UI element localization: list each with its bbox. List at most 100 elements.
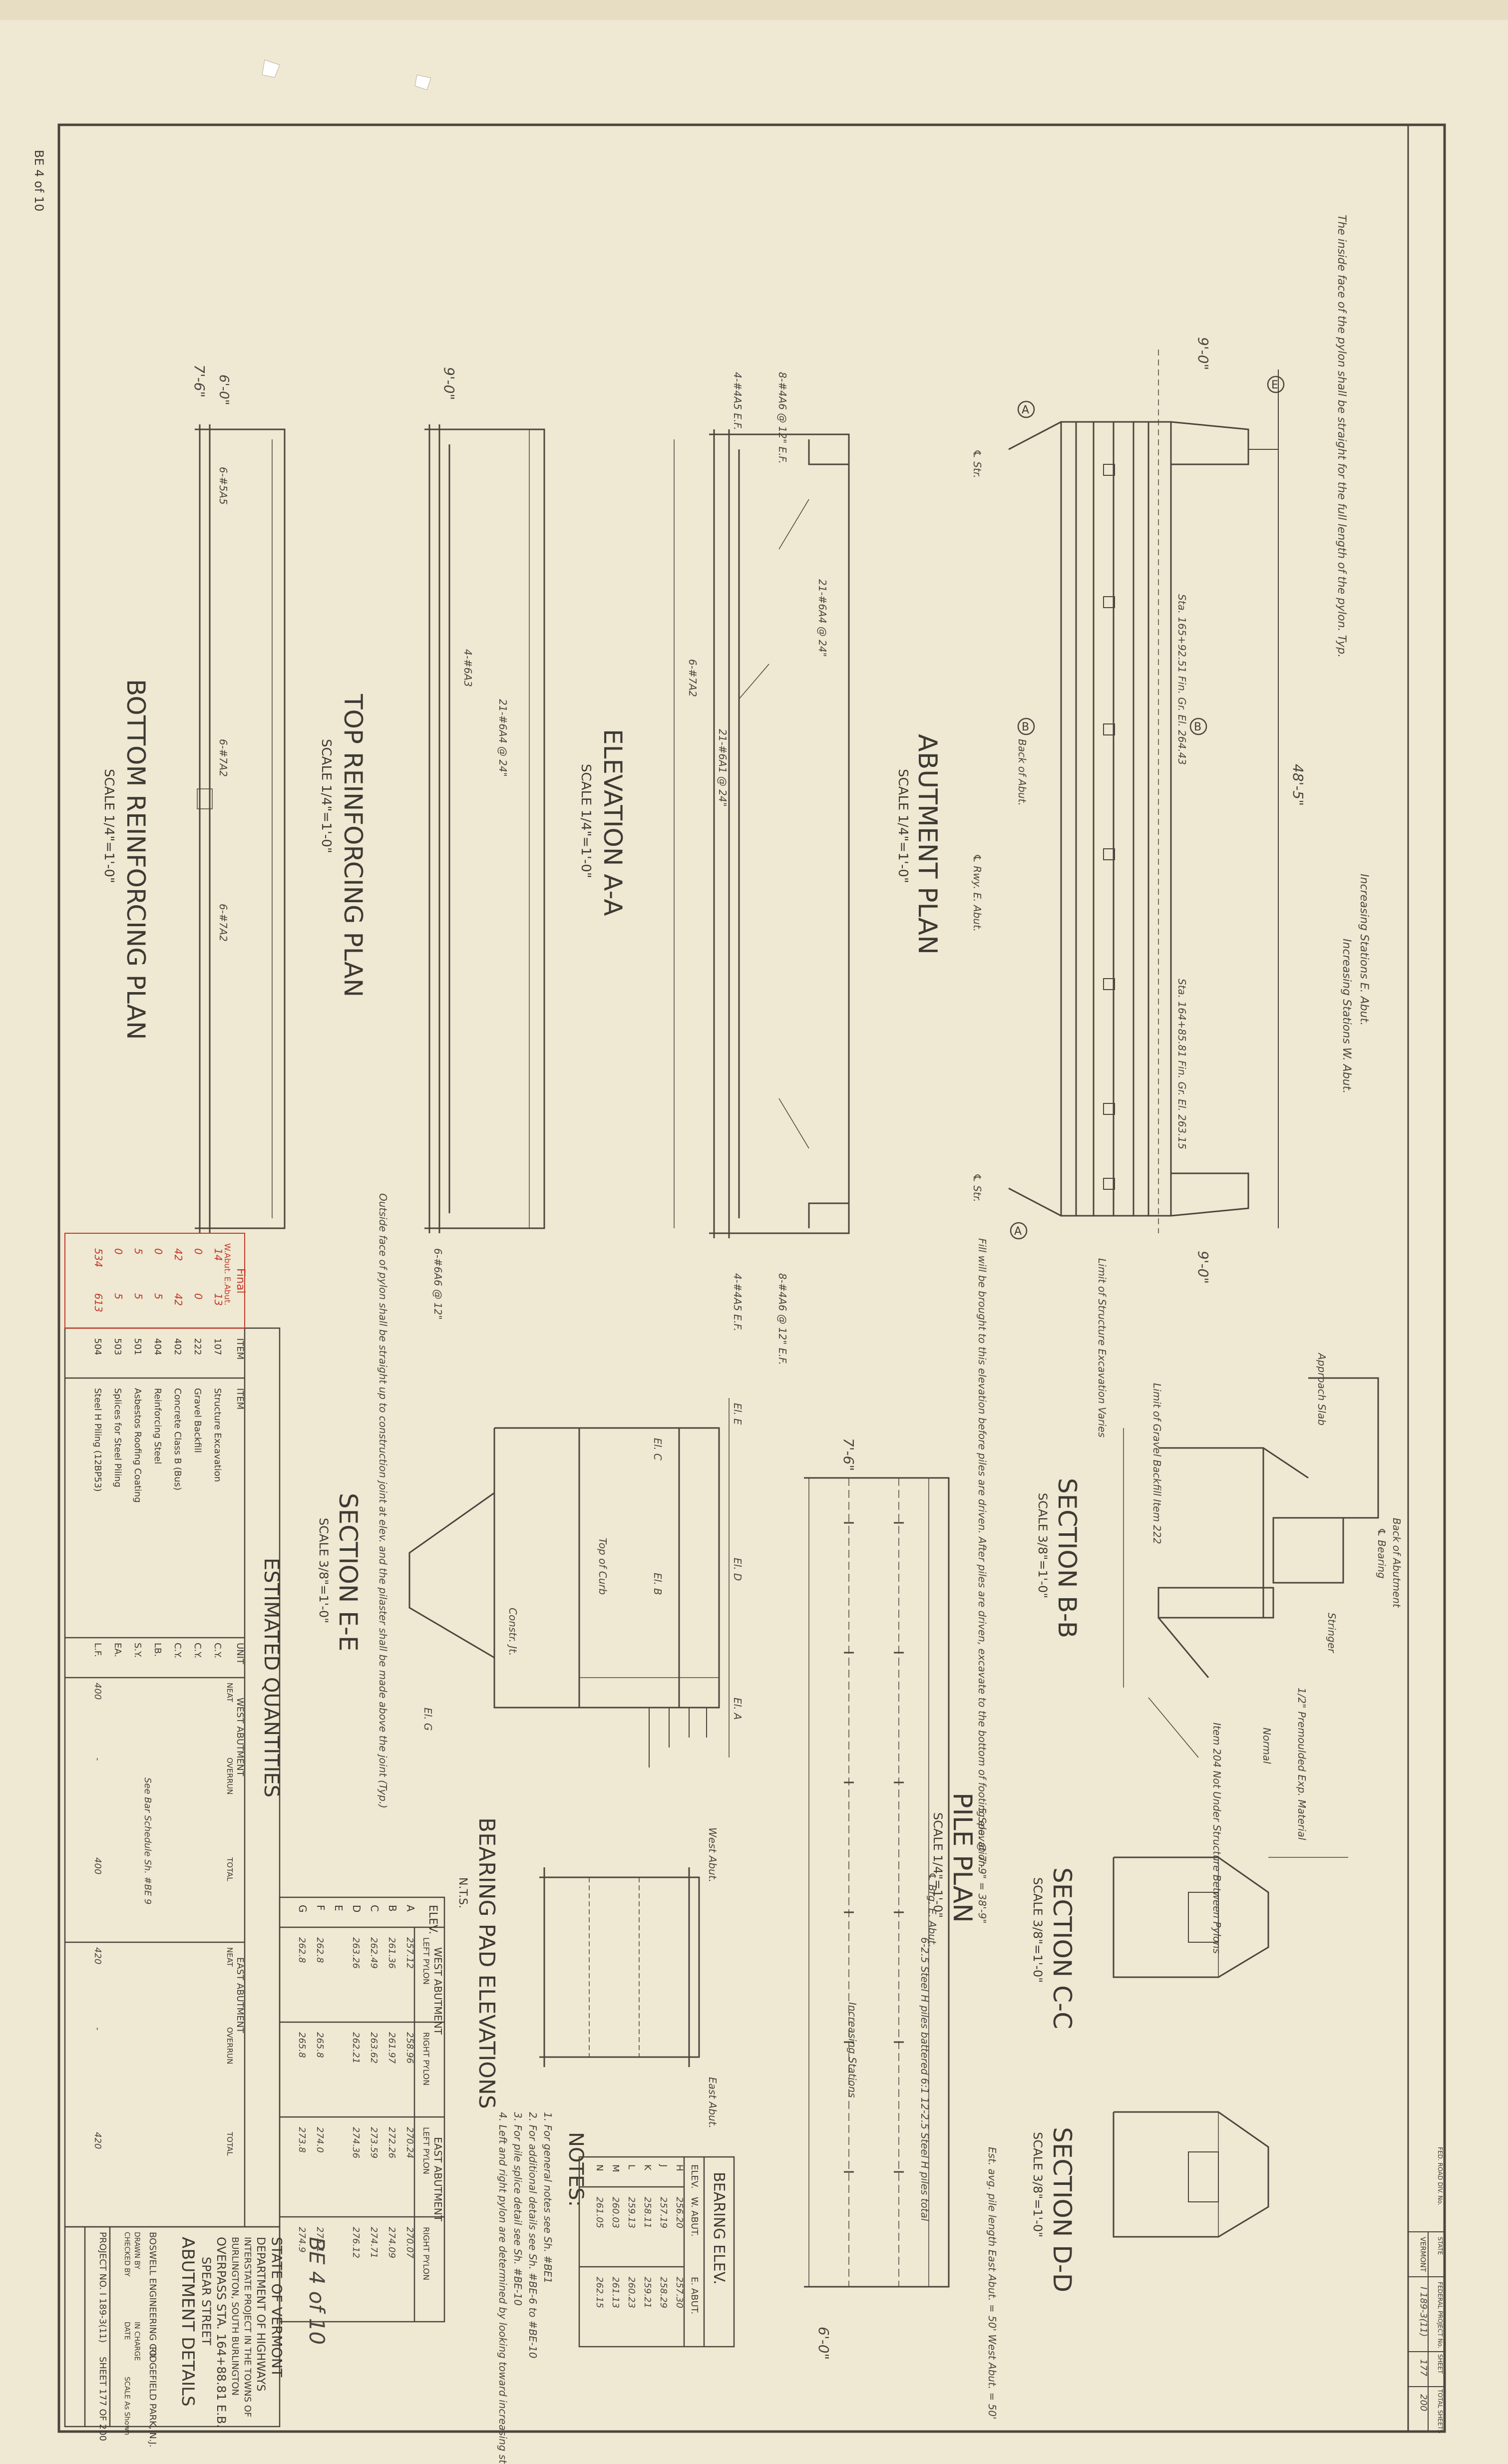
bearing-pad-scale: N.T.S. (456, 1877, 469, 1908)
pile-batter-note: 6-2.5 Steel H piles battered 6:1 12-2.5 … (919, 1937, 931, 2221)
final-quantity-cell: 534 (92, 1248, 104, 1267)
note-1: 1. For general notes see Sh. #BE1 (542, 2112, 554, 2283)
title-project-line: INTERSTATE PROJECT IN THE TOWNS OF (242, 2237, 253, 2417)
quantities-sub-neat-e: NEAT (225, 1947, 234, 1967)
plan-str-top: ℄ Str. (971, 449, 983, 478)
section-ee-title: SECTION E-E (334, 1493, 363, 1651)
pylon-table-head-elev: ELEV. (426, 1905, 439, 1934)
pylon-elev-rows: A257.12258.96270.24270.07B261.36261.9727… (297, 1905, 416, 2259)
quantity-cell: 504 (92, 1338, 103, 1355)
bearing-elev-cell: 262.15 (594, 2277, 605, 2308)
bearing-elev-cell: N (594, 2164, 605, 2171)
top-dim-9-0: 9'-0" (441, 367, 457, 400)
marker-a-top: A (1022, 404, 1029, 416)
outside-face-note: Outside face of pylon shall be straight … (377, 1193, 389, 1808)
quantities-head-west: WEST ABUTMENT (235, 1698, 245, 1777)
quantity-cell: C.Y. (212, 1643, 223, 1658)
title-drawn: DRAWN BY (133, 2232, 141, 2269)
quantity-cell: - (92, 1758, 103, 1761)
quantity-cell: 420 (92, 1947, 103, 1964)
quantity-cell: LB. (152, 1643, 163, 1657)
pylon-elev-cell: C (369, 1905, 380, 1912)
sheet-hand-note: BE 4 of 10 (305, 2237, 329, 2345)
bb-limit-gravel: Limit of Gravel Backfill Item 222 (1151, 1383, 1163, 1544)
section-cc-title: SECTION C-C (1048, 1867, 1077, 2029)
bottom-reinforcing-title: BOTTOM REINFORCING PLAN (121, 679, 150, 1040)
quantities-sub-overrun-w: OVERRUN (225, 1758, 234, 1794)
note-3: 3. For pile splice detail see Sh. #BE-10 (512, 2112, 524, 2306)
title-towns: BURLINGTON, SOUTH BURLINGTON (230, 2237, 240, 2396)
title-block (64, 2226, 281, 2428)
pylon-elev-cell: 274.9 (297, 2227, 307, 2253)
quantity-cell: 400 (92, 1683, 103, 1700)
abutment-plan (1008, 350, 1279, 1233)
quantity-cell: 107 (212, 1338, 223, 1355)
quantity-cell: 503 (112, 1338, 123, 1355)
increasing-west-note: Increasing Stations W. Abut. (1340, 939, 1353, 1093)
quantity-cell: 402 (172, 1338, 183, 1355)
strip-sheet: SHEET (1437, 2354, 1444, 2374)
final-subheader: W.Abut. E.Abut. (223, 1243, 232, 1306)
top-bar-6a4: 21-#6A4 @ 24" (497, 699, 509, 777)
pylon-table-sub-3: LEFT PYLON (421, 2127, 431, 2174)
strip-state-val: VERMONT (1419, 2237, 1427, 2272)
quantities-head-east: EAST ABUTMENT (235, 1957, 245, 2034)
title-main: ABUTMENT DETAILS (178, 2237, 198, 2407)
quantity-cell: C.Y. (172, 1643, 183, 1658)
pylon-elev-cell: F (315, 1905, 327, 1911)
right-strip-cells (1408, 2231, 1445, 2432)
ee-el-b: El. B (652, 1573, 664, 1595)
right-strip-frame (1407, 124, 1446, 2433)
bearing-elev-cell: 257.30 (674, 2277, 685, 2308)
ee-constr-jt: Constr. Jt. (507, 1608, 519, 1656)
section-b-b (1123, 1377, 1379, 1758)
bearing-elev-table (578, 2156, 735, 2348)
bearing-elev-cell: H (674, 2164, 685, 2171)
bearing-elev-cell: 257.19 (658, 2197, 669, 2228)
bb-back-of-abutment: Back of Abutment (1391, 1518, 1403, 1608)
bp-east-abut: East Abut. (707, 2077, 719, 2128)
pylon-table-head-east: EAST ABUTMENT (432, 2137, 444, 2222)
quantity-cell: Gravel Backfill (192, 1388, 203, 1453)
pile-dim-6-0: 6'-0" (815, 2327, 832, 2360)
bearing-pad-elevations (539, 1867, 700, 2067)
final-quantity-cell: 5 (132, 1293, 144, 1300)
bearing-elev-cell: 261.05 (594, 2197, 605, 2228)
bearing-elev-cell: L (626, 2164, 637, 2169)
strip-state: STATE (1437, 2237, 1444, 2255)
bottom-reinforcing-plan (195, 424, 286, 1233)
bearing-elev-cell: 258.29 (658, 2277, 669, 2308)
note-2: 2. For additional details see Sh. #BE-6 … (527, 2112, 539, 2359)
bearing-elev-head-0: ELEV. (689, 2164, 700, 2189)
plan-dim-9-0-bottom: 9'-0" (1195, 1251, 1211, 1284)
title-in-charge: IN CHARGE (133, 2322, 141, 2361)
pylon-elev-cell: 265.8 (297, 2032, 307, 2058)
bearing-elev-cell: 259.21 (642, 2277, 653, 2308)
abutment-plan-scale: SCALE 1/4"=1'-0" (895, 769, 910, 883)
ee-el-d: El. D (732, 1558, 744, 1581)
strip-fed-road: FED. ROAD DIV. No. (1437, 2147, 1444, 2205)
strip-sheet-val: 177 (1418, 2359, 1429, 2377)
bearing-elev-title: BEARING ELEV. (710, 2172, 728, 2285)
title-engineer: BOSWELL ENGINEERING CO. (147, 2232, 158, 2360)
section-dd-scale: SCALE 3/8"=1'-0" (1031, 2132, 1045, 2237)
quantity-cell: EA. (112, 1643, 123, 1657)
title-overpass: OVERPASS STA. 164+88.81 E.B. (214, 2237, 228, 2428)
plan-station-east: Sta. 165+92.51 Fin. Gr. El. 264.43 (1176, 594, 1188, 765)
bearing-elev-cell: 260.23 (626, 2277, 637, 2308)
bb-approach-slab: Approach Slab (1316, 1352, 1328, 1425)
pile-plan (804, 1477, 950, 2288)
marker-b-left: B (1022, 721, 1029, 733)
quantity-cell: 501 (132, 1338, 143, 1355)
final-quantity-cell: 5 (152, 1293, 164, 1300)
bearing-pad-title: BEARING PAD ELEVATIONS (474, 1817, 499, 2109)
plan-back-abut: Back of Abut. (1016, 739, 1028, 806)
section-dd-title: SECTION D-D (1048, 2127, 1077, 2292)
elevation-aa-title: ELEVATION A-A (598, 729, 627, 916)
bb-normal: Normal (1261, 1728, 1273, 1764)
note-4: 4. Left and right pylon are determined b… (497, 2112, 509, 2464)
fill-note: Fill will be brought to this elevation b… (976, 1238, 988, 1870)
